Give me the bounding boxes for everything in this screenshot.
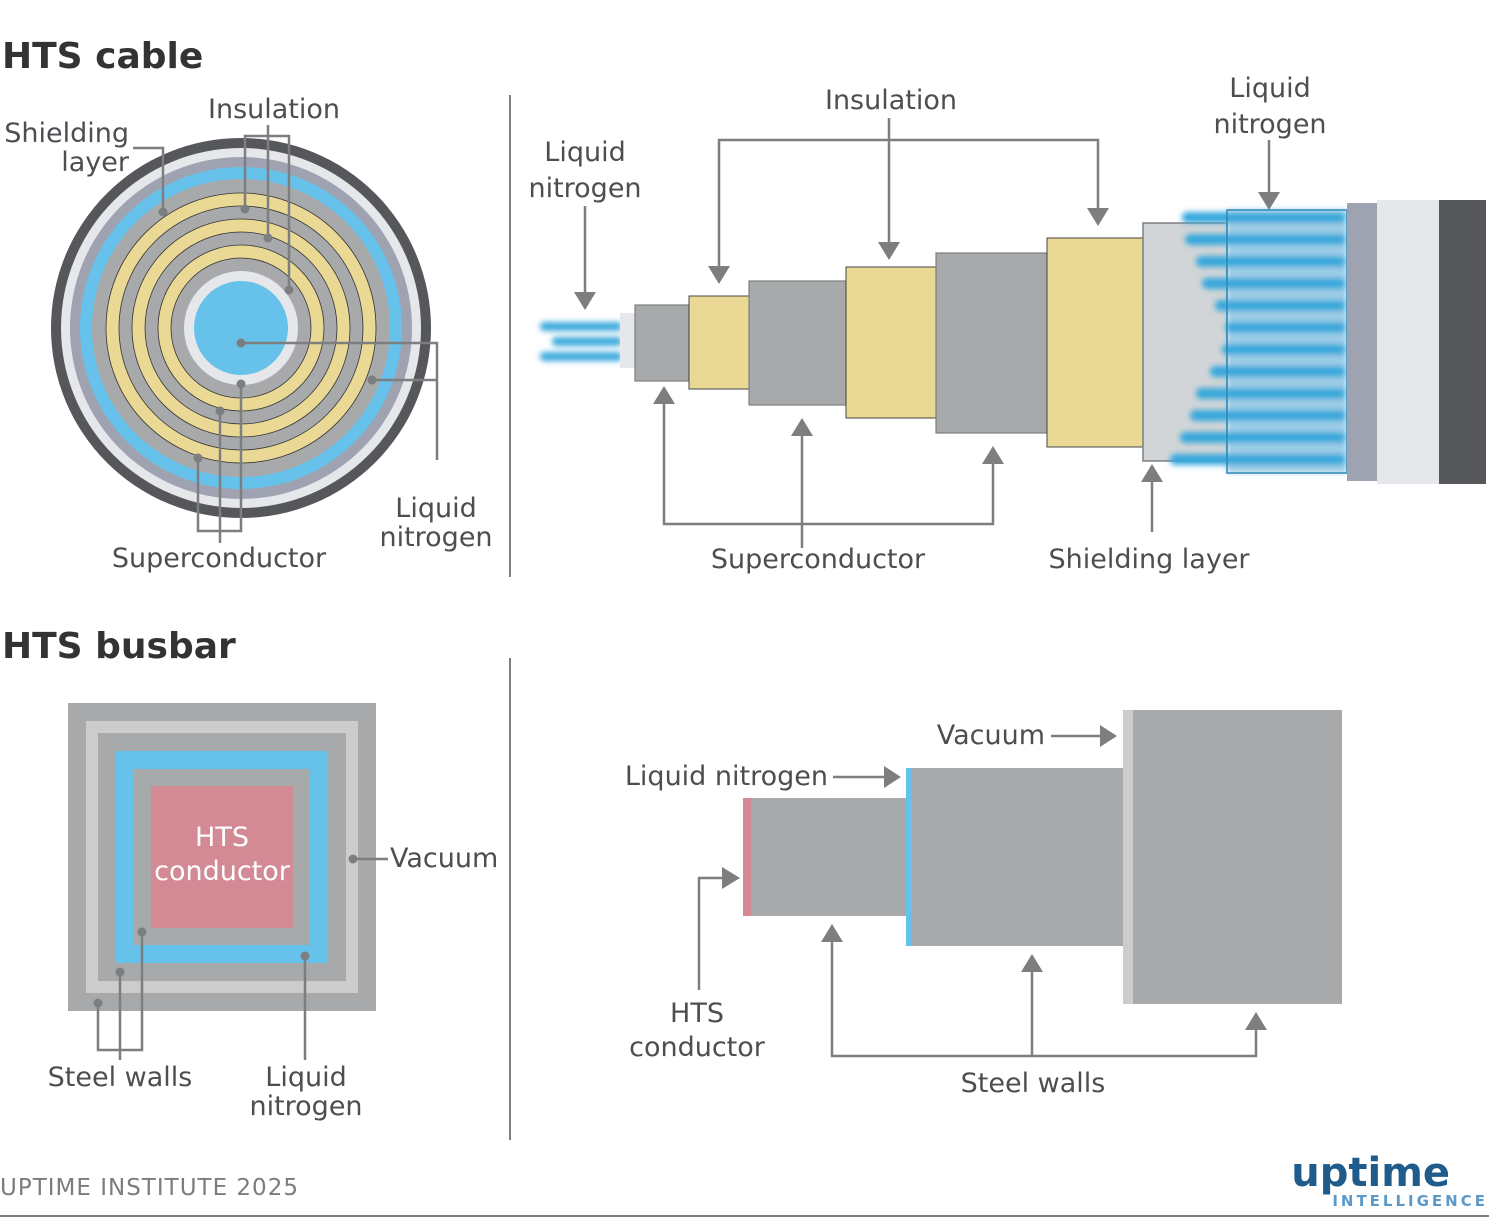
segment-core-shield: [620, 313, 636, 368]
busbar-side-view-leaders: [697, 725, 1267, 1058]
nitrogen-flow-right: [1170, 210, 1347, 473]
segment-superconductor-3: [935, 252, 1048, 434]
nitrogen-streak: [1182, 212, 1346, 223]
label-side-nitrogen-left-line1: Liquid: [544, 137, 625, 168]
label-side-conductor-line1: HTS: [670, 998, 724, 1029]
nitrogen-flow-left: [540, 322, 622, 361]
label-side-nitrogen-right-line1: Liquid: [1229, 73, 1310, 104]
label-insulation: Insulation: [208, 94, 340, 125]
cable-section-title: HTS cable: [2, 36, 203, 77]
busbar-hts-conductor: [151, 786, 293, 928]
side-middle-wall: [912, 768, 1123, 946]
segment-insulation-1: [688, 295, 750, 390]
segment-outer-light: [1377, 200, 1439, 484]
segment-insulation-2: [845, 266, 937, 419]
nitrogen-streak: [1196, 256, 1346, 267]
label-side-insulation: Insulation: [825, 85, 957, 116]
nitrogen-bg: [1227, 210, 1347, 473]
label-liquid-nitrogen-line2: nitrogen: [379, 522, 492, 553]
side-vacuum: [1123, 710, 1133, 1004]
label-busbar-nitrogen-line2: nitrogen: [249, 1091, 362, 1122]
segment-jacket: [1439, 200, 1486, 484]
label-side-superconductor: Superconductor: [711, 544, 926, 575]
nitrogen-streak: [1170, 454, 1346, 465]
uptime-logo: uptime INTELLIGENCE: [1291, 1150, 1488, 1210]
label-busbar-vacuum: Vacuum: [390, 843, 498, 874]
nitrogen-streak: [1196, 388, 1346, 399]
nitrogen-streak: [1190, 410, 1346, 421]
label-superconductor: Superconductor: [112, 543, 327, 574]
cable-ring-liquid-nitrogen: [194, 281, 288, 375]
label-side-conductor-line2: conductor: [629, 1032, 766, 1063]
side-liquid-nitrogen: [906, 768, 912, 946]
nitrogen-streak: [1225, 322, 1346, 333]
cable-cross-section: [51, 138, 431, 518]
nitrogen-streak: [1185, 234, 1346, 245]
busbar-cross-section: [68, 703, 376, 1011]
label-busbar-conductor-line2: conductor: [154, 856, 291, 887]
side-outer-wall: [1133, 710, 1342, 1004]
busbar-side-view: [743, 710, 1342, 1004]
nitrogen-streak: [1180, 432, 1346, 443]
label-side-liquid-nitrogen: Liquid nitrogen: [625, 761, 828, 792]
nitrogen-streak: [1202, 278, 1346, 289]
label-busbar-conductor-line1: HTS: [195, 822, 249, 853]
label-side-nitrogen-left-line2: nitrogen: [528, 173, 641, 204]
cable-cross-section-leaders: [133, 125, 439, 543]
cable-side-view: [540, 200, 1486, 484]
nitrogen-streak: [1210, 366, 1346, 377]
label-side-shielding: Shielding layer: [1048, 544, 1250, 575]
cable-side-view-leaders: [574, 118, 1280, 548]
label-busbar-nitrogen-line1: Liquid: [265, 1062, 346, 1093]
label-shielding-line2: layer: [61, 147, 130, 178]
logo-subtitle: INTELLIGENCE: [1332, 1192, 1488, 1210]
segment-outer-steel: [1347, 203, 1377, 481]
nitrogen-streak: [1222, 344, 1346, 355]
segment-superconductor-2: [748, 280, 847, 406]
label-busbar-steel-walls: Steel walls: [48, 1062, 193, 1093]
side-inner-wall: [751, 798, 906, 916]
busbar-cross-section-leaders: [93, 854, 388, 1060]
label-side-nitrogen-right-line2: nitrogen: [1213, 109, 1326, 140]
footer-credit: UPTIME INSTITUTE 2025: [0, 1175, 299, 1201]
logo-wordmark: uptime: [1291, 1150, 1450, 1196]
segment-insulation-3: [1046, 237, 1144, 448]
busbar-section-title: HTS busbar: [2, 626, 236, 667]
label-shielding-line1: Shielding: [4, 118, 129, 149]
label-liquid-nitrogen-line1: Liquid: [395, 493, 476, 524]
nitrogen-streak: [1215, 300, 1346, 311]
label-side-steel-walls: Steel walls: [961, 1068, 1106, 1099]
label-side-vacuum: Vacuum: [937, 720, 1045, 751]
side-hts-conductor: [743, 798, 751, 916]
segment-superconductor-1: [634, 304, 690, 382]
